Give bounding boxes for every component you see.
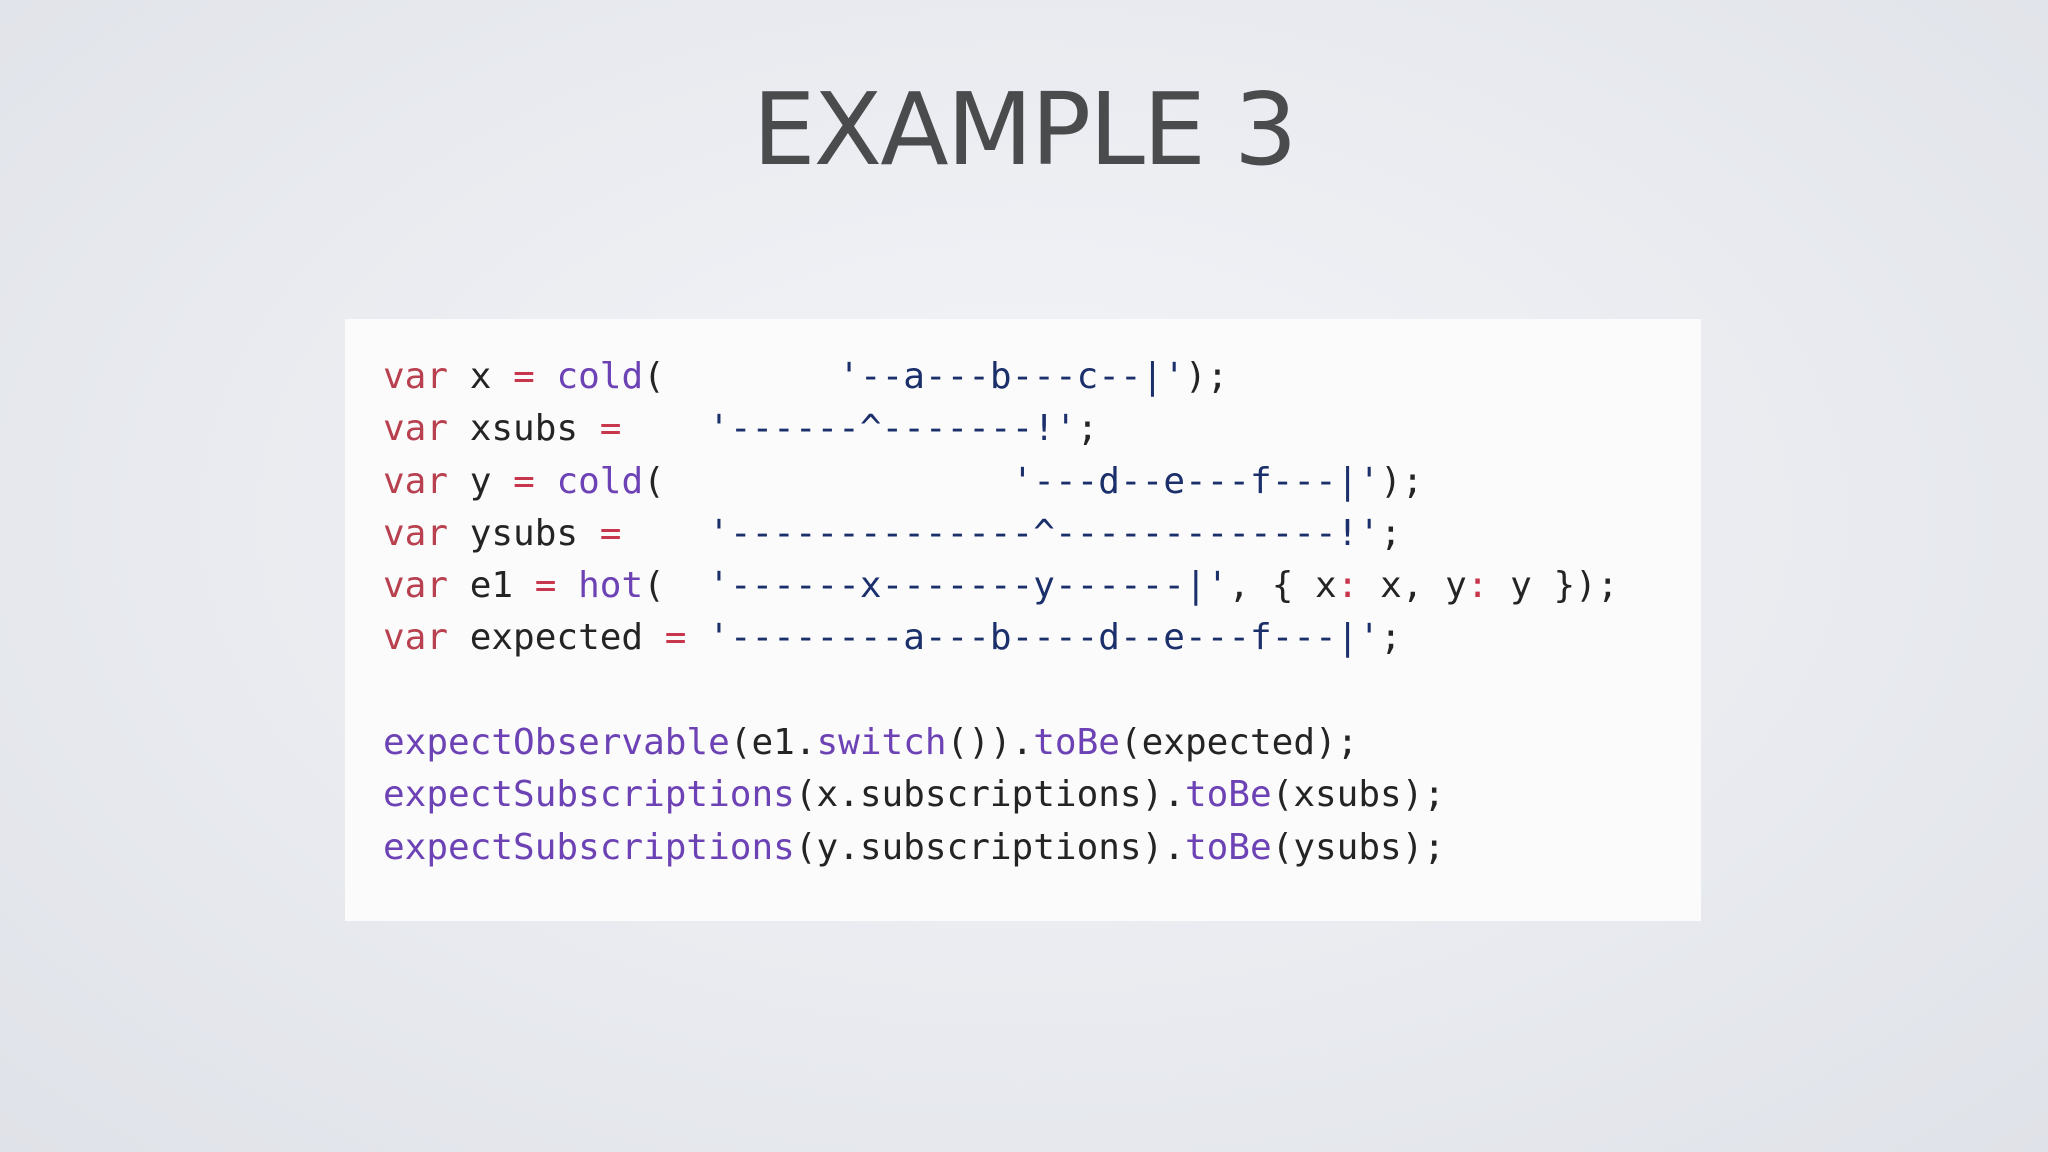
- code-token-keyword: var: [383, 565, 449, 607]
- code-token-plain: [686, 617, 708, 658]
- code-token-plain: [621, 408, 708, 449]
- code-token-operator: =: [664, 617, 687, 659]
- code-token-plain: (expected);: [1119, 722, 1359, 764]
- code-line: var expected = '--------a---b----d--e---…: [383, 612, 1701, 664]
- code-line: expectSubscriptions(x.subscriptions).toB…: [383, 769, 1701, 821]
- code-token-plain: xsubs: [448, 408, 600, 450]
- code-token-string: '--a---b---c--|': [838, 356, 1185, 397]
- code-line: [383, 665, 1701, 717]
- code-line: expectSubscriptions(y.subscriptions).toB…: [383, 822, 1701, 874]
- code-token-operator: =: [513, 460, 535, 502]
- code-line: var y = cold( '---d--e---f---|');: [383, 456, 1701, 508]
- code-token-func: switch: [816, 722, 947, 764]
- code-token-string: '--------a---b----d--e---f---|': [708, 617, 1381, 659]
- code-token-func: expectObservable: [383, 722, 730, 764]
- code-panel: var x = cold( '--a---b---c--|');var xsub…: [345, 319, 1701, 921]
- code-line: var xsubs = '------^-------!';: [383, 403, 1701, 455]
- code-token-func: hot: [578, 565, 644, 607]
- code-token-plain: ysubs: [448, 512, 600, 554]
- code-token-string: '---d--e---f---|': [1011, 460, 1381, 502]
- code-token-plain: (: [643, 356, 839, 397]
- code-token-plain: y: [448, 460, 514, 502]
- code-token-plain: (: [643, 460, 1012, 502]
- code-token-operator: =: [513, 356, 535, 397]
- code-token-plain: (e1.: [729, 722, 817, 764]
- code-token-plain: (y.subscriptions).: [794, 826, 1185, 868]
- code-token-operator: =: [599, 512, 622, 554]
- code-token-keyword: var: [383, 617, 449, 659]
- code-token-operator: =: [599, 408, 622, 450]
- code-token-func: toBe: [1184, 774, 1272, 816]
- code-token-string: '------^-------!': [708, 408, 1077, 450]
- code-token-plain: expected: [448, 617, 665, 659]
- code-token-func: cold: [556, 460, 644, 502]
- code-token-plain: (xsubs);: [1271, 774, 1446, 816]
- code-token-keyword: var: [383, 408, 449, 450]
- code-token-operator: =: [534, 565, 557, 607]
- code-token-plain: e1: [448, 565, 535, 607]
- code-token-keyword: var: [383, 460, 449, 502]
- code-token-plain: (ysubs);: [1271, 826, 1446, 868]
- code-token-plain: (: [643, 565, 709, 607]
- code-line: var e1 = hot( '------x-------y------|', …: [383, 560, 1701, 612]
- code-block: var x = cold( '--a---b---c--|');var xsub…: [383, 351, 1701, 874]
- code-token-plain: ;: [1380, 512, 1402, 554]
- code-token-keyword: var: [383, 512, 449, 554]
- code-token-plain: [621, 513, 708, 554]
- code-token-plain: [535, 356, 557, 397]
- code-token-plain: ()).: [946, 722, 1034, 764]
- slide-title: EXAMPLE 3: [752, 71, 1298, 188]
- code-token-func: expectSubscriptions: [383, 826, 795, 868]
- code-token-plain: , { x: [1228, 565, 1337, 607]
- code-token-plain: (x.subscriptions).: [794, 774, 1185, 816]
- code-token-operator: :: [1336, 565, 1359, 607]
- code-token-plain: ;: [1076, 408, 1099, 450]
- code-token-func: expectSubscriptions: [383, 774, 795, 816]
- code-token-string: '------x-------y------|': [708, 565, 1229, 607]
- code-line: var ysubs = '--------------^------------…: [383, 508, 1701, 560]
- code-token-keyword: var: [383, 356, 449, 397]
- code-token-string: '--------------^-------------!': [708, 512, 1381, 554]
- code-token-plain: y });: [1488, 565, 1619, 607]
- code-token-plain: ;: [1380, 617, 1402, 659]
- code-token-plain: [556, 565, 578, 606]
- code-token-func: toBe: [1184, 826, 1272, 868]
- code-token-plain: );: [1185, 356, 1229, 397]
- code-token-plain: [535, 461, 557, 502]
- code-token-plain: );: [1380, 460, 1424, 502]
- code-token-func: toBe: [1033, 722, 1120, 764]
- code-token-plain: x: [448, 356, 514, 397]
- code-token-operator: :: [1466, 565, 1489, 607]
- code-token-plain: x, y: [1358, 565, 1467, 607]
- code-line: expectObservable(e1.switch()).toBe(expec…: [383, 717, 1701, 769]
- code-line: var x = cold( '--a---b---c--|');: [383, 351, 1701, 403]
- code-token-func: cold: [556, 356, 644, 397]
